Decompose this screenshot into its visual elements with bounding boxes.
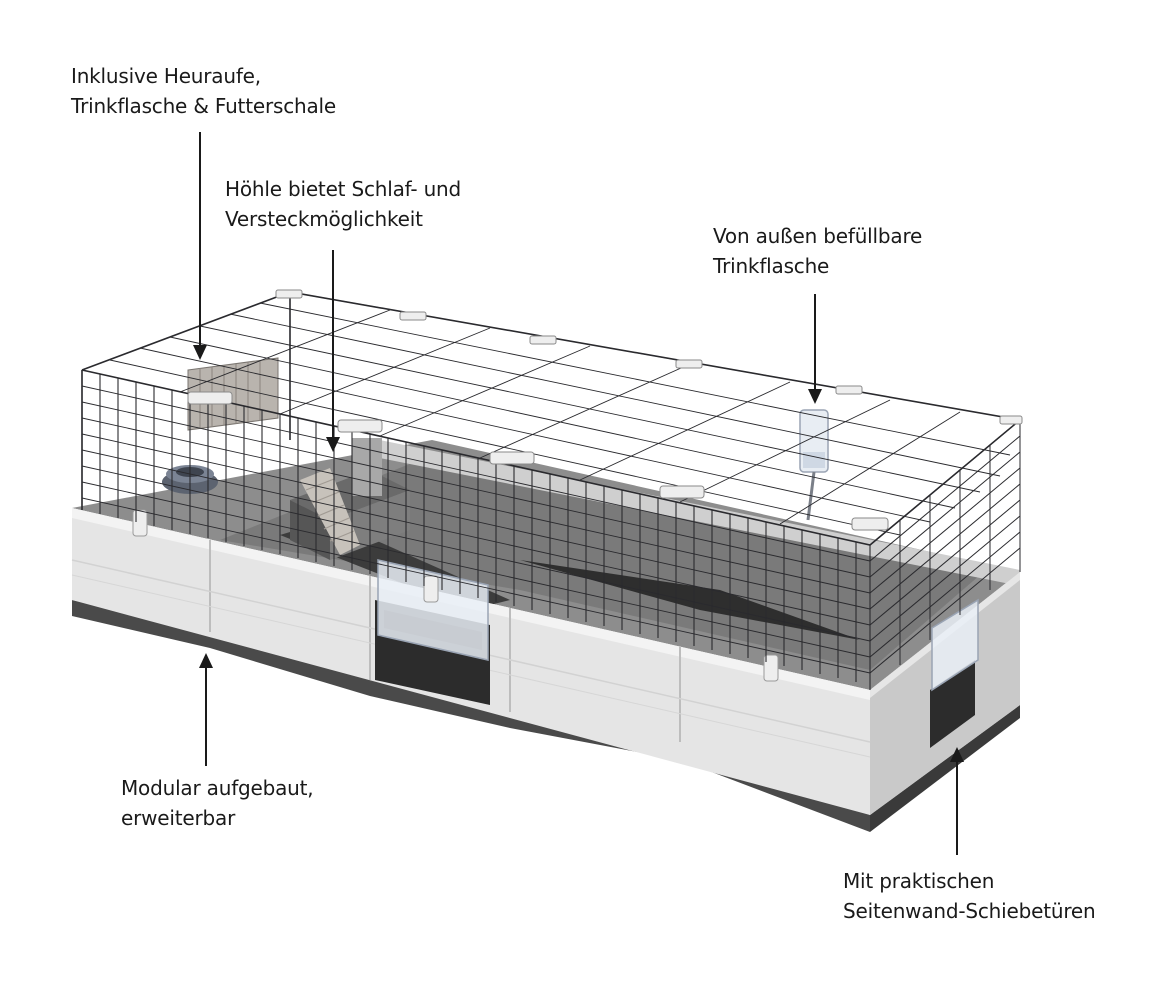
callout-accessories-line-2: Trinkflasche & Futterschale (71, 94, 336, 118)
arrow-modular (199, 653, 213, 766)
callout-cave-line-1: Höhle bietet Schlaf- und (225, 177, 462, 201)
callout-doors-line-1: Mit praktischen (843, 869, 995, 893)
callout-cave-line-2: Versteckmöglichkeit (225, 207, 423, 231)
arrow-doors (950, 747, 964, 855)
callout-bottle: Von außen befüllbare Trinkflasche (713, 221, 922, 281)
callout-doors-line-2: Seitenwand-Schiebetüren (843, 899, 1096, 923)
arrow-cave (326, 250, 340, 452)
callout-bottle-line-1: Von außen befüllbare (713, 224, 923, 248)
callout-modular-line-2: erweiterbar (121, 806, 236, 830)
callout-modular: Modular aufgebaut, erweiterbar (121, 773, 314, 833)
callout-cave: Höhle bietet Schlaf- und Versteckmöglich… (225, 174, 461, 234)
callout-doors: Mit praktischen Seitenwand-Schiebetüren (843, 866, 1096, 926)
connector-clips (187, 289, 1023, 531)
callout-accessories: Inklusive Heuraufe, Trinkflasche & Futte… (71, 61, 336, 121)
callout-accessories-line-1: Inklusive Heuraufe, (71, 64, 261, 88)
arrow-accessories (193, 132, 207, 360)
wire-cage (81, 291, 1022, 690)
callout-arrows (193, 132, 964, 855)
callout-modular-line-1: Modular aufgebaut, (121, 776, 314, 800)
arrow-bottle (808, 294, 822, 404)
callout-bottle-line-2: Trinkflasche (713, 254, 830, 278)
